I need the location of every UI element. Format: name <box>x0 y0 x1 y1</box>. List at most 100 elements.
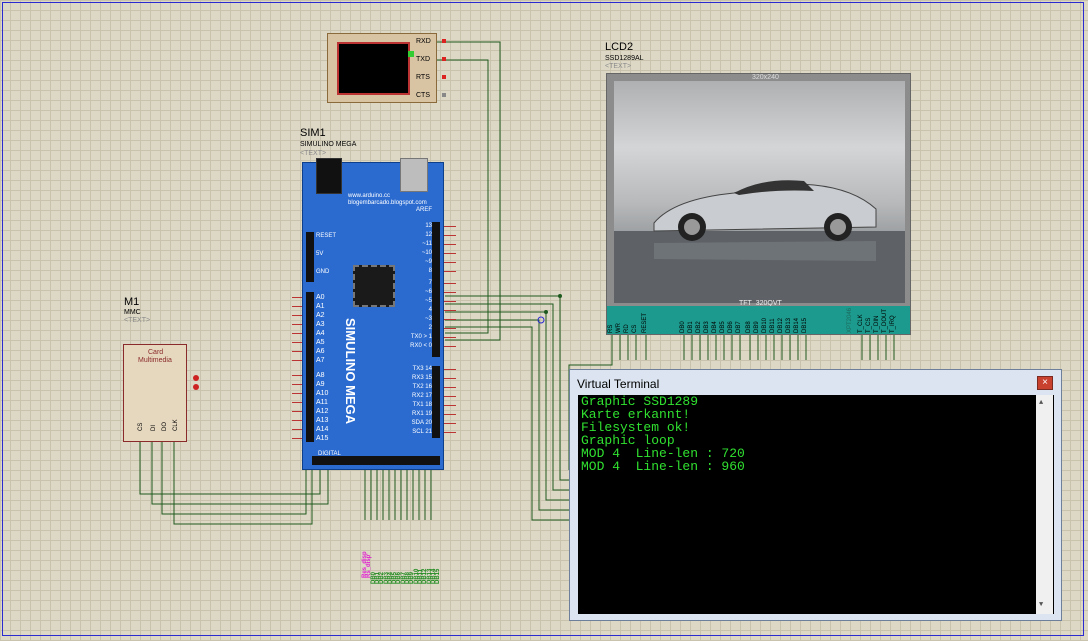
pin-stub <box>444 327 456 329</box>
analog-pin-label: A13 <box>316 417 329 424</box>
pin-stub <box>444 243 456 245</box>
virtual-terminal-window[interactable]: Virtual Terminal × Graphic SSD1289 Karte… <box>569 369 1062 621</box>
terminal-output[interactable]: Graphic SSD1289 Karte erkannt! Filesyste… <box>578 395 1054 614</box>
analog-pin-label: A9 <box>316 381 325 388</box>
power-gnd: GND <box>316 269 330 275</box>
pwm-pin-label: ~6 <box>425 289 432 296</box>
pwm-header <box>432 222 440 357</box>
lcd-pin-label: DB12 <box>778 317 784 333</box>
mmc-card[interactable]: Card Multimedia CS DI DO CLK <box>123 344 187 442</box>
lcd2-value: SSD1289AL <box>605 55 644 62</box>
pin-stub <box>444 261 456 263</box>
power-header <box>306 232 314 282</box>
analog-pin-label: A7 <box>316 357 325 364</box>
tft-lcd-display[interactable]: 320x240 TFT_320QVT XPT2046 <box>606 73 911 335</box>
lcd-screen-image <box>614 81 905 303</box>
card-label-2: Multimedia <box>138 357 172 364</box>
comm-pin-label: RX1 19 <box>411 411 432 417</box>
board-name: SIMULINO MEGA <box>343 318 358 425</box>
analog-header <box>306 292 314 442</box>
terminal-title: Virtual Terminal <box>577 377 660 391</box>
analog-pin-label: A10 <box>316 390 329 397</box>
pin-stub <box>292 306 302 307</box>
lcd-pin-label: DB14 <box>794 317 800 333</box>
pwm-pin-label: ~9 <box>425 258 432 265</box>
lcd-pin-label: DB10 <box>762 317 768 333</box>
analog-pin-label: A4 <box>316 330 325 337</box>
lcd-pin-label: DB3 <box>704 321 710 333</box>
lcd-pin-label: DB0 <box>680 321 686 333</box>
lcd-pin-label: DB5 <box>720 321 726 333</box>
terminal-line: MOD 4 Line-len : 720 <box>581 446 745 461</box>
pin-stub <box>444 226 456 227</box>
lcd-pin-label: RESET <box>642 312 648 333</box>
pin-stub <box>292 438 302 439</box>
pin-stub <box>444 234 456 236</box>
lcd-pin-label: DB9 <box>754 321 760 333</box>
simulino-mega-board[interactable] <box>302 162 444 470</box>
pin-stub <box>292 342 302 343</box>
lcd-pin-label: DB6 <box>728 321 734 333</box>
pwm-pin-label: ~3 <box>425 316 432 322</box>
pin-stub <box>292 360 302 361</box>
lcd-pin-label: RS <box>608 324 614 333</box>
pin-stub <box>292 429 302 430</box>
lcd-resolution: 320x240 <box>752 74 779 81</box>
pin-stub <box>292 351 302 352</box>
card-pin-clk: CLK <box>173 419 179 431</box>
pin-stub <box>444 283 456 285</box>
analog-pin-label: A6 <box>316 348 325 355</box>
pwm-pin-label: RX0 < 0 <box>410 342 432 349</box>
pin-stub <box>292 384 302 385</box>
comm-pin-label: TX1 18 <box>412 402 432 408</box>
scroll-down-icon[interactable]: ▼ <box>1039 601 1044 609</box>
pin-stub <box>292 411 302 412</box>
analog-pin-label: A2 <box>316 312 325 319</box>
lcd-pin-label: WR <box>616 323 622 333</box>
pin-stub <box>444 405 456 406</box>
terminal-line: Graphic SSD1289 <box>581 394 699 409</box>
lcd-connector-strip <box>607 306 910 334</box>
serial-terminal-device[interactable]: RXD TXD RTS CTS <box>327 33 437 103</box>
power-5v: 5V <box>316 251 324 257</box>
pin-stub <box>444 423 456 424</box>
mcu-chip <box>353 265 395 307</box>
uart-pin-txd: TXD <box>416 56 430 63</box>
status-led <box>408 51 414 57</box>
analog-pin-label: A12 <box>316 408 329 415</box>
car-image <box>614 180 905 303</box>
sim1-value: SIMULINO MEGA <box>300 141 357 148</box>
pwm-pin-label: 2 <box>428 324 432 331</box>
wire-bus-1 <box>445 295 569 481</box>
uart-pin-cts: CTS <box>416 92 430 99</box>
pwm-pin-label: 7 <box>428 280 432 287</box>
pwm-pin-label: 12 <box>425 231 432 238</box>
pin-stub <box>292 402 302 403</box>
lcd-pin-label: DB11 <box>770 318 776 333</box>
card-pin-cs: CS <box>138 422 144 431</box>
wire-mmc-cs <box>139 440 321 495</box>
scroll-up-icon[interactable]: ▲ <box>1039 399 1044 407</box>
pin-stub <box>444 414 456 415</box>
close-icon[interactable]: × <box>1037 376 1053 390</box>
board-url-1: www.arduino.cc <box>348 193 391 199</box>
terminal-line: Graphic loop <box>581 433 675 448</box>
terminal-scrollbar[interactable]: ▲ ▼ <box>1036 395 1053 614</box>
net-label: DB15 <box>435 568 442 584</box>
m1-ref: M1 <box>124 296 140 308</box>
pwm-pin-label: 4 <box>428 307 432 314</box>
usb-connector <box>400 158 428 192</box>
lcd-pin-label: DB8 <box>746 321 752 333</box>
lcd-pin-label: T_DOUT <box>882 309 888 333</box>
board-digital-label: DIGITAL <box>318 451 341 457</box>
lcd2-ref: LCD2 <box>605 41 634 53</box>
comm-pin-label: TX2 16 <box>412 384 432 390</box>
pwm-pin-label: 13 <box>425 223 432 229</box>
pin-stub <box>292 393 302 394</box>
pin-stub <box>444 252 456 254</box>
comm-header <box>432 366 440 438</box>
pin-stub <box>444 319 456 320</box>
analog-pin-label: A0 <box>316 294 325 301</box>
lcd-ctrl-label: XPT2046 <box>847 307 853 333</box>
